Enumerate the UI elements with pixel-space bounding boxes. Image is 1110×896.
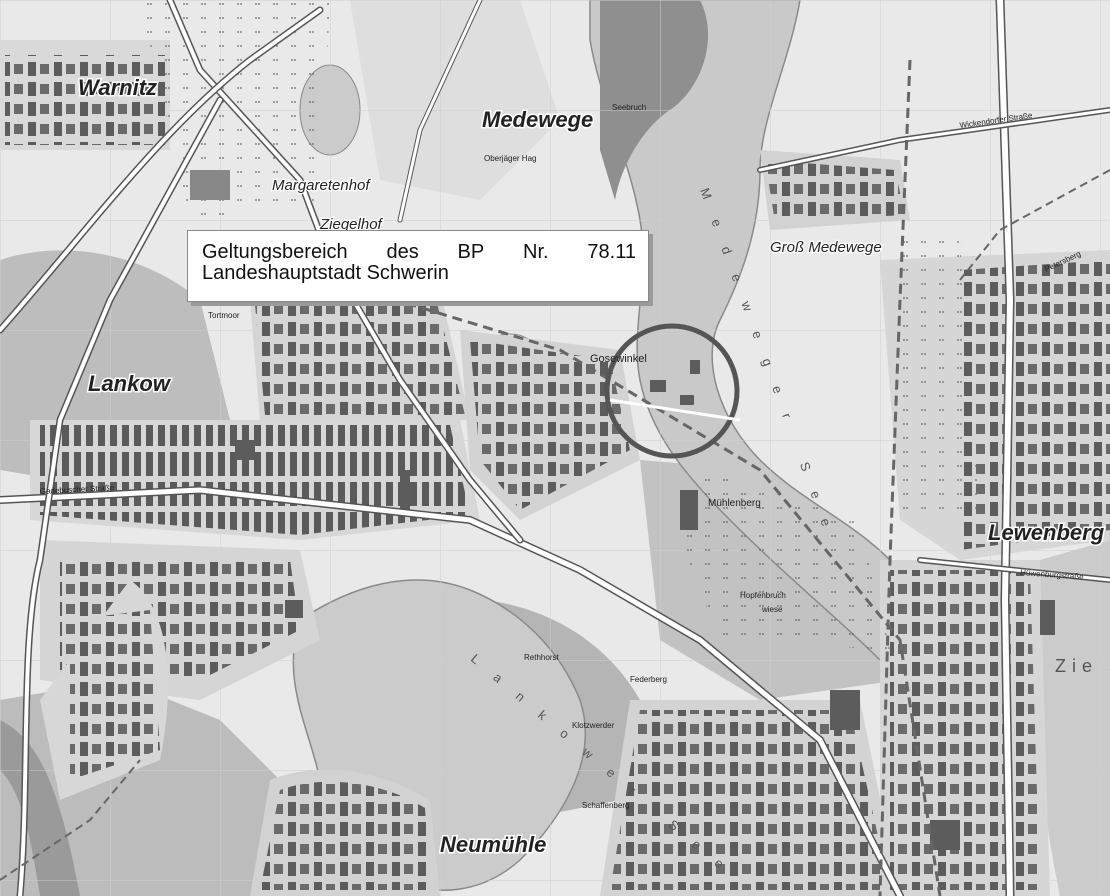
place-muehlenberg: Mühlenberg <box>708 498 761 509</box>
place-margaretenhof: Margaretenhof <box>272 177 371 194</box>
info-callout: Geltungsbereich des BP Nr. 78.11 Landesh… <box>187 230 649 302</box>
place-seebruch: Seebruch <box>612 103 646 112</box>
place-lewenberg: Lewenberg <box>988 520 1105 545</box>
place-ziegelhof: Ziegelhof <box>319 216 384 233</box>
info-word-2: des <box>386 241 419 263</box>
place-neumuehle: Neumühle <box>440 832 546 857</box>
place-klotzwerder: Klotzwerder <box>572 721 615 730</box>
marker-interior <box>609 360 741 422</box>
info-word-3: BP <box>457 241 485 263</box>
place-warnitz: Warnitz <box>78 75 157 100</box>
buildings <box>190 170 1055 850</box>
place-federberg: Federberg <box>630 675 667 684</box>
info-word-4: Nr. <box>523 241 549 263</box>
place-hopfenbruch: Hopfenbruch <box>740 591 786 600</box>
info-line-2: Landeshauptstadt Schwerin <box>202 262 449 284</box>
place-schaffenberg: Schaffenberg <box>582 801 629 810</box>
info-line-1: Geltungsbereich des BP Nr. 78.11 <box>202 241 636 263</box>
street-gadebuscher: Gadebuscher Straße <box>40 483 115 496</box>
place-tortmoor: Tortmoor <box>208 311 240 320</box>
info-word-5: 78.11 <box>587 241 636 263</box>
place-gosewinkel: Gosewinkel <box>590 353 647 365</box>
lake-label-ziegelsee: Zie s <box>1055 656 1110 676</box>
place-gross-medewege: Groß Medewege <box>770 239 882 256</box>
place-wiese: wiese <box>761 605 783 614</box>
place-oberjaeger-hag: Oberjäger Hag <box>484 154 536 163</box>
info-word-1: Geltungsbereich <box>202 241 348 263</box>
street-huewenburg: Hüwenburgstraße <box>1020 568 1085 581</box>
place-medewege: Medewege <box>482 107 593 132</box>
urban-areas <box>0 40 1110 896</box>
place-lankow: Lankow <box>88 371 172 396</box>
railways <box>0 59 1110 896</box>
marker-circle[interactable] <box>604 323 740 459</box>
place-rethhorst: Rethhorst <box>524 653 559 662</box>
